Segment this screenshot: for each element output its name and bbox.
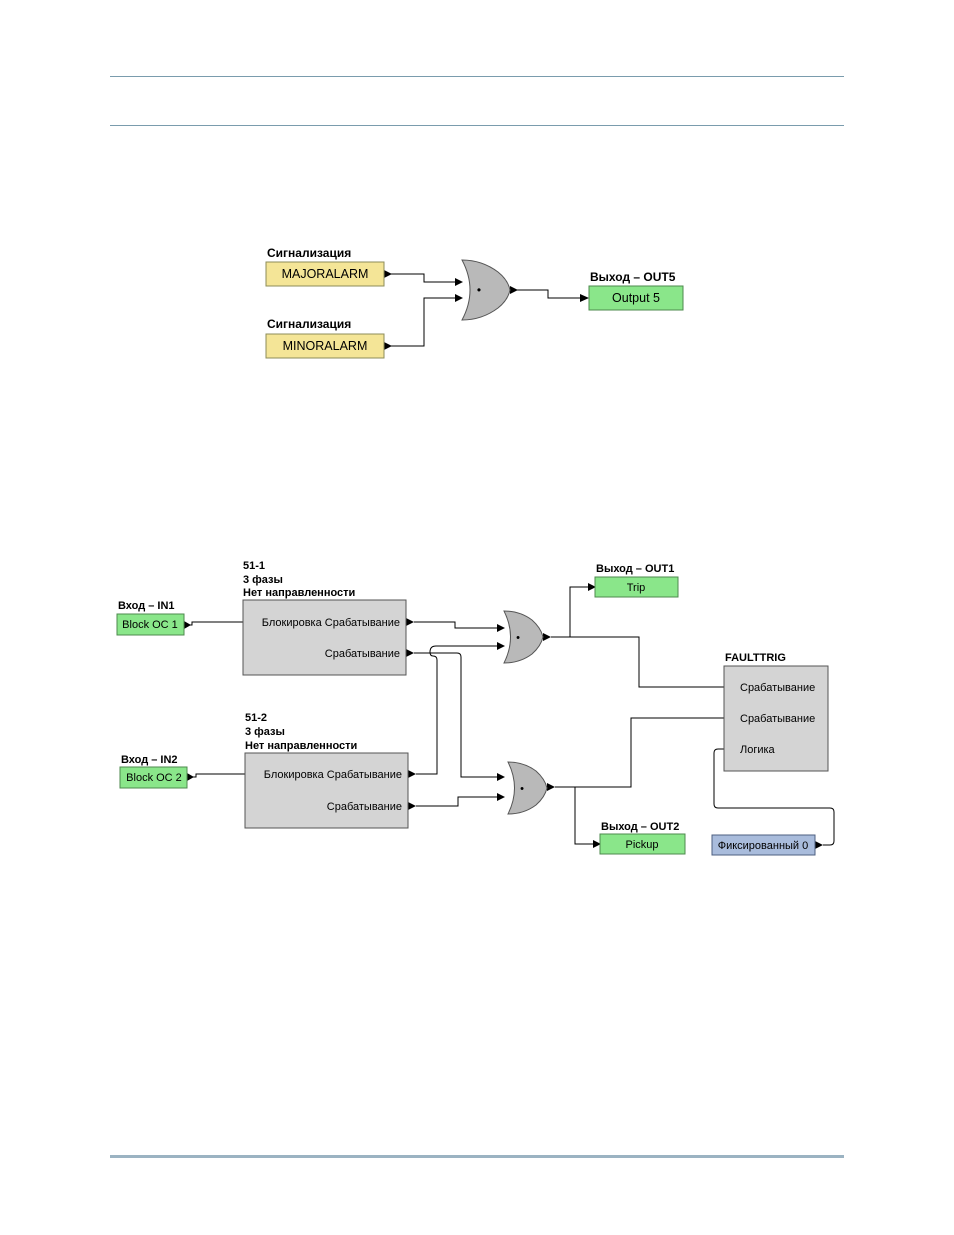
footer-rule <box>110 1155 844 1158</box>
out2-heading: Выход – OUT2 <box>601 821 679 833</box>
out5-box[interactable] <box>588 285 684 311</box>
wire-51-2-trip-a-to-or-top <box>416 645 497 775</box>
in2-box[interactable] <box>119 766 188 789</box>
wire-51-1-trip-b <box>414 652 497 778</box>
diagram-1: Сигнализация MAJORALARM Сигнализация MIN… <box>265 246 684 359</box>
arrow-head <box>593 840 601 848</box>
arrow-head <box>406 618 414 626</box>
in2-label: Block OC 2 <box>126 772 182 784</box>
arrow-head <box>497 642 505 650</box>
arrow-head <box>455 278 463 286</box>
faulttrig-port-1: Срабатывание <box>740 682 815 694</box>
out5-heading: Выход – OUT5 <box>590 270 676 284</box>
arrow-head <box>187 773 194 781</box>
elem-51-2-direction: Нет направленности <box>245 740 357 752</box>
or-gate-top[interactable] <box>503 610 544 664</box>
minoralarm-label: MINORALARM <box>283 339 368 353</box>
out1-box[interactable] <box>594 576 679 598</box>
faulttrig-block[interactable] <box>723 665 829 772</box>
wire-in2-to-51-2-block <box>187 773 246 778</box>
arrow-head <box>580 294 589 302</box>
fixed0-label: Фиксированный 0 <box>718 840 809 852</box>
or-gate-top-symbol: • <box>516 632 520 644</box>
wire-minoralarm-to-or <box>384 297 455 347</box>
in2-heading: Вход – IN2 <box>121 754 178 766</box>
minoralarm-heading: Сигнализация <box>267 317 351 331</box>
elem-51-1-direction: Нет направленности <box>243 587 355 599</box>
wire-or-top-to-out1 <box>551 586 588 638</box>
or-gate-bottom[interactable] <box>507 761 548 815</box>
faulttrig-title: FAULTTRIG <box>725 652 786 664</box>
in1-heading: Вход – IN1 <box>118 600 175 612</box>
elem-51-2-block[interactable] <box>244 752 409 829</box>
arrow-head <box>588 583 596 591</box>
in1-label: Block OC 1 <box>122 619 178 631</box>
out2-box[interactable] <box>599 833 686 855</box>
wire-or-to-out5 <box>510 289 580 299</box>
elem-51-1-title: 51-1 <box>243 560 265 572</box>
elem-51-1-port-block-trip: Блокировка Срабатывание <box>262 617 400 629</box>
out2-label: Pickup <box>625 839 658 851</box>
fixed0-box[interactable] <box>711 834 816 856</box>
wire-51-1-trip-a-to-or-top <box>414 621 497 629</box>
arrow-head <box>184 621 191 629</box>
arrow-head <box>815 841 823 849</box>
arrow-head <box>547 783 555 791</box>
faulttrig-port-2: Срабатывание <box>740 713 815 725</box>
in1-box[interactable] <box>116 613 185 636</box>
wire-in1-to-51-1-block <box>184 621 244 626</box>
arrow-head <box>497 773 505 781</box>
wire-51-2-trip-b-to-or-bottom <box>416 796 497 807</box>
elem-51-2-title: 51-2 <box>245 712 267 724</box>
faulttrig-port-3: Логика <box>740 744 776 756</box>
or-gate-symbol: • <box>477 283 481 297</box>
elem-51-1-port-trip: Срабатывание <box>325 648 400 660</box>
arrow-head <box>384 342 392 350</box>
arrow-head <box>408 802 416 810</box>
or-gate[interactable] <box>461 259 511 321</box>
wire-or-bottom-to-out2 <box>555 786 593 845</box>
out1-heading: Выход – OUT1 <box>596 563 674 575</box>
or-gate-bottom-symbol: • <box>520 783 524 795</box>
elem-51-1-block[interactable] <box>242 599 407 676</box>
elem-51-2-phases: 3 фазы <box>245 726 285 738</box>
diagram-2: Вход – IN1 Block OC 1 Вход – IN2 Block O… <box>116 560 835 856</box>
arrow-head <box>406 649 414 657</box>
majoralarm-box[interactable] <box>265 261 385 287</box>
wire-majoralarm-to-or <box>384 273 455 283</box>
majoralarm-label: MAJORALARM <box>282 267 369 281</box>
header-rule-bottom <box>110 125 844 126</box>
arrow-head <box>497 793 505 801</box>
wire-fixed0-to-faulttrig-logic <box>713 748 835 846</box>
out5-label: Output 5 <box>612 291 660 305</box>
header-rule-top <box>110 76 844 77</box>
out1-label: Trip <box>627 582 646 594</box>
arrow-head <box>510 286 518 294</box>
majoralarm-heading: Сигнализация <box>267 246 351 260</box>
arrow-head <box>543 633 551 641</box>
arrow-head <box>455 294 463 302</box>
elem-51-2-port-trip: Срабатывание <box>327 801 402 813</box>
wire-or-bottom-to-faulttrig <box>575 717 725 788</box>
minoralarm-box[interactable] <box>265 333 385 359</box>
elem-51-2-port-block-trip: Блокировка Срабатывание <box>264 769 402 781</box>
wire-or-top-to-faulttrig <box>570 636 725 688</box>
elem-51-1-phases: 3 фазы <box>243 574 283 586</box>
arrow-head <box>408 770 416 778</box>
arrow-head <box>497 624 505 632</box>
arrow-head <box>384 270 392 278</box>
